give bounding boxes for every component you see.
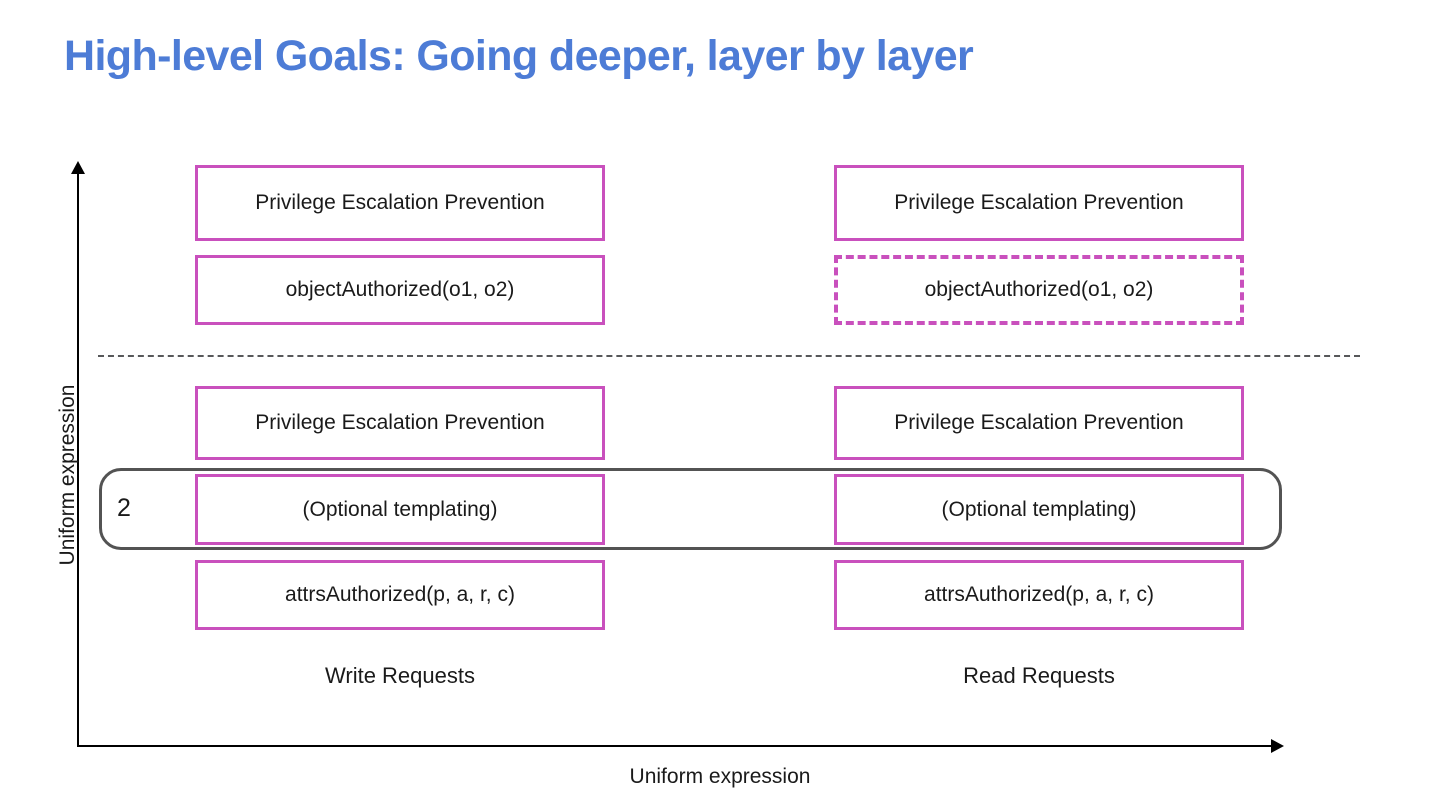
box-upper-read-object-authorized: objectAuthorized(o1, o2) [834,255,1244,325]
highlight-callout-number: 2 [117,494,131,522]
column-caption-write-requests: Write Requests [325,663,475,688]
box-lower-write-privilege-escalation-prevention: Privilege Escalation Prevention [195,386,605,460]
arrow-right-icon [1271,739,1284,753]
box-upper-write-privilege-escalation-prevention: Privilege Escalation Prevention [195,165,605,241]
y-axis-line [77,172,79,747]
box-lower-write-optional-templating: (Optional templating) [195,474,605,545]
tier-separator-line [98,355,1360,357]
page-title: High-level Goals: Going deeper, layer by… [64,32,974,80]
highlight-callout-box [99,468,1282,550]
box-upper-write-object-authorized: objectAuthorized(o1, o2) [195,255,605,325]
box-upper-read-privilege-escalation-prevention: Privilege Escalation Prevention [834,165,1244,241]
column-caption-read-requests: Read Requests [963,663,1115,688]
box-lower-write-attrs-authorized: attrsAuthorized(p, a, r, c) [195,560,605,630]
box-lower-read-optional-templating: (Optional templating) [834,474,1244,545]
x-axis-label: Uniform expression [629,765,811,788]
box-lower-read-attrs-authorized: attrsAuthorized(p, a, r, c) [834,560,1244,630]
box-lower-read-privilege-escalation-prevention: Privilege Escalation Prevention [834,386,1244,460]
arrow-up-icon [71,161,85,174]
y-axis-label: Uniform expression [56,384,79,566]
x-axis-line [77,745,1275,747]
